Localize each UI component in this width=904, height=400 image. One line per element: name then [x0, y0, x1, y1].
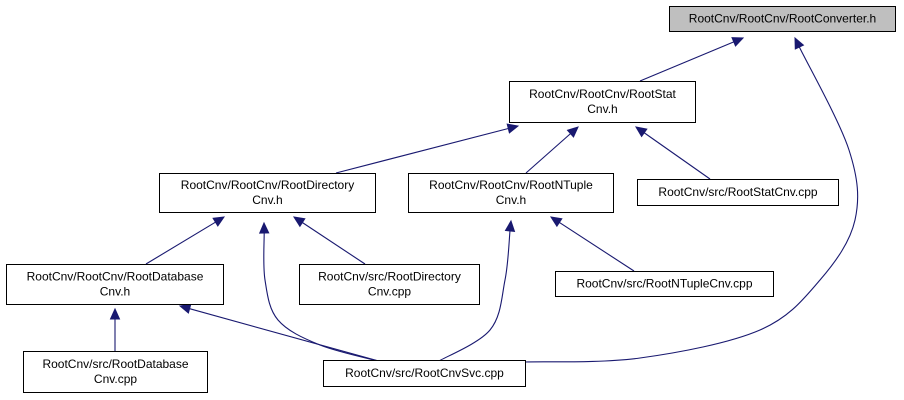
edge-line	[524, 46, 859, 363]
arrowhead-icon	[634, 126, 648, 138]
node-label-line: Cnv.h	[587, 102, 617, 116]
node-box	[669, 6, 896, 32]
edge-line	[189, 308, 383, 363]
node-box	[323, 360, 526, 387]
node-label-line: RootCnv/src/RootCnvSvc.cpp	[345, 366, 504, 380]
arrowhead-icon	[566, 126, 579, 138]
node-label-line: Cnv.cpp	[94, 372, 137, 386]
node-box	[509, 81, 696, 123]
node-ntuple-h[interactable]: RootCnv/RootCnv/RootNTupleCnv.h	[408, 173, 614, 213]
edge-stat_cpp-to-stat_h	[634, 126, 711, 180]
arrowhead-icon	[506, 123, 520, 134]
edge-svc_cpp-to-ntuple_h	[436, 219, 516, 363]
node-ntuple-cpp[interactable]: RootCnv/src/RootNTupleCnv.cpp	[555, 271, 774, 297]
node-label-line: RootCnv/RootCnv/RootDatabase	[27, 270, 204, 284]
edge-line	[643, 132, 711, 180]
arrowhead-icon	[212, 216, 226, 227]
edge-line	[639, 41, 734, 82]
node-box	[6, 264, 224, 305]
edge-svc_cpp-to-dir_h	[258, 221, 383, 363]
node-label-line: RootCnv/src/RootNTupleCnv.cpp	[576, 277, 752, 291]
edge-stat_h-to-root	[639, 37, 745, 82]
edges-layer	[109, 36, 859, 363]
arrowhead-icon	[504, 219, 516, 232]
node-label-line: RootCnv/src/RootDirectory	[318, 270, 461, 284]
node-box	[299, 264, 480, 305]
node-box	[637, 179, 839, 206]
node-root[interactable]: RootCnv/RootCnv/RootConverter.h	[669, 6, 896, 32]
node-label-line: RootCnv/RootCnv/RootDirectory	[181, 178, 354, 192]
edge-db_cpp-to-db_h	[109, 307, 121, 351]
edge-line	[525, 133, 571, 174]
node-box	[159, 173, 376, 213]
node-stat-cpp[interactable]: RootCnv/src/RootStatCnv.cpp	[637, 179, 839, 206]
arrowhead-icon	[549, 216, 563, 228]
arrowhead-icon	[109, 307, 121, 320]
node-label-line: RootCnv/RootCnv/RootNTuple	[429, 178, 593, 192]
node-svc-cpp[interactable]: RootCnv/src/RootCnvSvc.cpp	[323, 360, 526, 387]
node-box	[555, 271, 774, 297]
node-label-line: RootCnv/RootCnv/RootStat	[529, 87, 676, 101]
node-label-line: Cnv.h	[252, 193, 282, 207]
edge-line	[302, 222, 366, 265]
node-label-line: Cnv.h	[100, 285, 130, 299]
edge-dir_h-to-stat_h	[335, 123, 520, 174]
node-stat-h[interactable]: RootCnv/RootCnv/RootStatCnv.h	[509, 81, 696, 123]
node-label-line: RootCnv/src/RootStatCnv.cpp	[658, 185, 818, 199]
edge-line	[436, 230, 511, 363]
node-label-line: Cnv.cpp	[368, 285, 411, 299]
arrowhead-icon	[258, 221, 270, 234]
edge-line	[145, 221, 216, 265]
edge-svc_cpp-to-root	[524, 36, 859, 363]
arrowhead-icon	[178, 303, 192, 314]
edge-line	[335, 127, 509, 174]
node-box	[408, 173, 614, 213]
edge-db_h-to-dir_h	[145, 216, 226, 265]
edge-svc_cpp-to-db_h	[178, 303, 383, 363]
arrowhead-icon	[292, 216, 306, 228]
edge-line	[263, 232, 383, 363]
node-label-line: RootCnv/src/RootDatabase	[42, 357, 188, 371]
nodes-layer: RootCnv/RootCnv/RootConverter.hRootCnv/R…	[6, 6, 896, 393]
node-label-line: RootCnv/RootCnv/RootConverter.h	[689, 12, 876, 26]
arrowhead-icon	[794, 36, 805, 50]
arrowhead-icon	[731, 37, 745, 47]
edge-dir_cpp-to-dir_h	[292, 216, 366, 265]
edge-line	[559, 221, 635, 272]
edge-ntuple_cpp-to-ntuple_h	[549, 216, 635, 272]
node-label-line: Cnv.h	[496, 193, 526, 207]
edge-ntuple_h-to-stat_h	[525, 126, 579, 174]
node-box	[23, 351, 208, 393]
